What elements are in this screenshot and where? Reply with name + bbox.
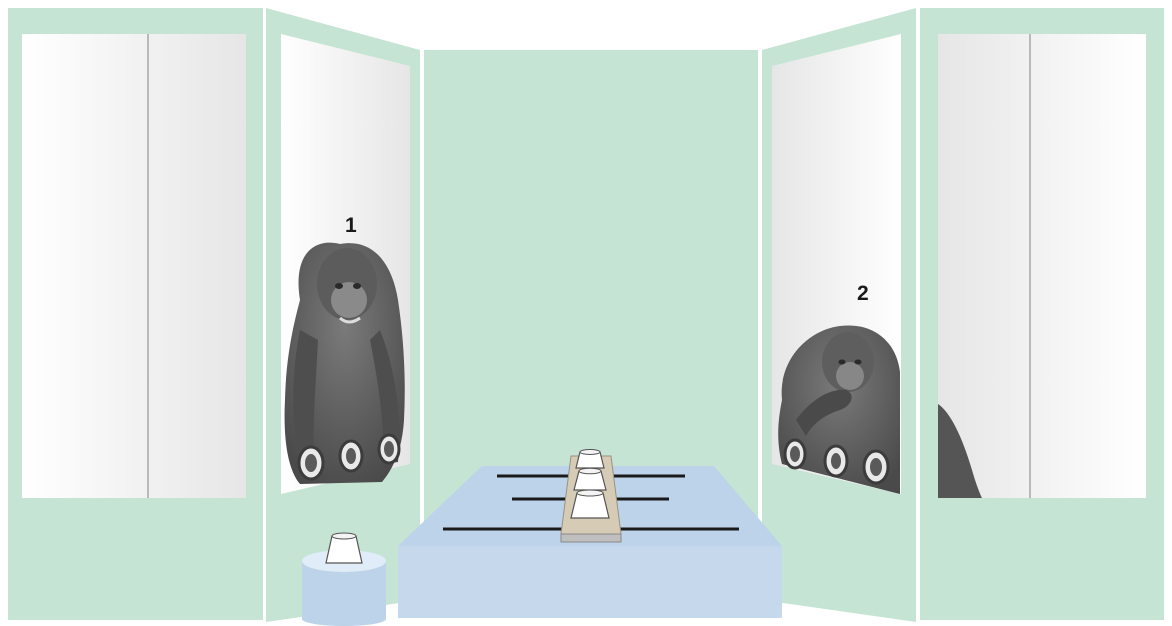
- cup-icon: [571, 490, 609, 518]
- left-outer-window: [22, 34, 246, 498]
- chimp-1-label: 1: [345, 214, 357, 237]
- right-booth-wall: [762, 8, 916, 622]
- cup-icon: [574, 468, 606, 490]
- cup-icon: [576, 450, 604, 469]
- chimp-2-label: 2: [857, 282, 869, 305]
- right-outer-wall: [920, 8, 1164, 620]
- table-front: [398, 546, 782, 618]
- left-outer-wall: [8, 8, 263, 620]
- right-outer-window: [938, 34, 1146, 498]
- cup-icon: [326, 533, 362, 563]
